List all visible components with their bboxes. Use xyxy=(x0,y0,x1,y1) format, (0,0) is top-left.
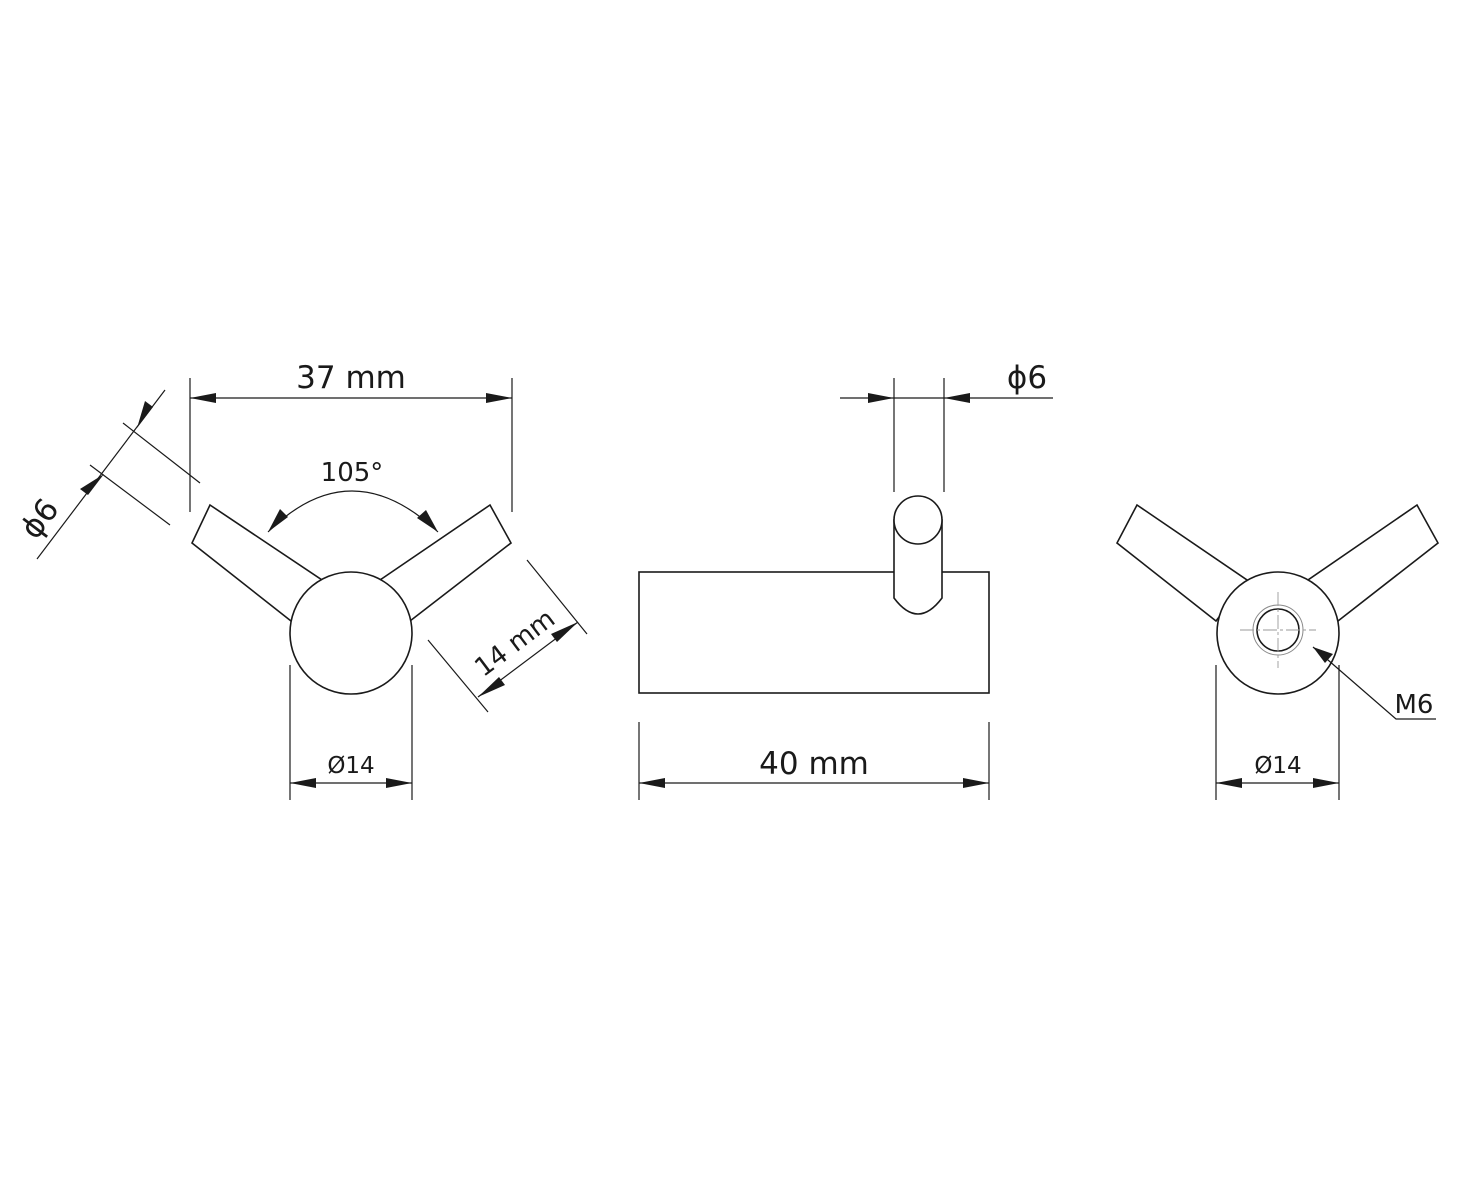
arrow xyxy=(639,778,665,788)
arrow xyxy=(137,401,153,428)
arrow xyxy=(1313,778,1339,788)
arrow xyxy=(386,778,412,788)
right-thread-leader xyxy=(1312,646,1436,720)
left-angle-arc xyxy=(267,490,439,533)
left-width-label: 37 mm xyxy=(296,360,406,396)
right-arm-a xyxy=(1115,503,1249,623)
left-arm-length-label: 14 mm xyxy=(469,604,561,683)
middle-view: ϕ6 40 mm xyxy=(638,360,1053,800)
arrow xyxy=(486,393,512,403)
left-ext-line-f xyxy=(427,639,489,713)
left-ext-line-c xyxy=(122,422,201,484)
left-ext-line-d xyxy=(89,464,171,526)
arrow xyxy=(868,393,894,403)
arrow xyxy=(290,778,316,788)
left-base-diameter-label: Ø14 xyxy=(327,753,374,779)
middle-length-label: 40 mm xyxy=(759,746,869,782)
arrow xyxy=(963,778,989,788)
left-base-disc xyxy=(289,571,413,695)
left-angle-label: 105° xyxy=(321,458,384,488)
left-rod-diameter-label: ϕ6 xyxy=(14,492,67,546)
right-view: M6 Ø14 xyxy=(1115,503,1440,800)
right-base-diameter-label: Ø14 xyxy=(1254,753,1301,779)
arrow xyxy=(478,677,505,697)
arrow xyxy=(80,474,104,495)
arrow xyxy=(1216,778,1242,788)
left-view: 37 mm 105° ϕ6 14 mm Ø14 xyxy=(14,360,588,800)
left-ext-line-e xyxy=(526,559,588,635)
middle-pin xyxy=(893,519,943,615)
arrow xyxy=(551,622,578,642)
right-thread-label: M6 xyxy=(1395,690,1434,720)
arrow xyxy=(417,510,438,532)
arrow xyxy=(268,509,288,532)
arrow xyxy=(1313,647,1333,663)
middle-pin-top xyxy=(893,495,943,545)
arrow xyxy=(944,393,970,403)
middle-pin-diameter-label: ϕ6 xyxy=(1007,360,1047,396)
arrow xyxy=(190,393,216,403)
